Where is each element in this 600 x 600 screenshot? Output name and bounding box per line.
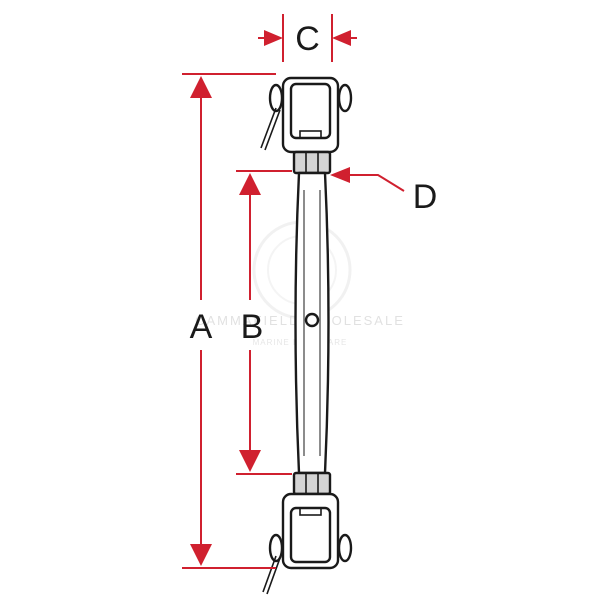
top-pin-left <box>268 83 284 113</box>
dim-b-arrow-top <box>239 173 261 195</box>
dim-label-c: C <box>295 20 320 58</box>
bottom-pin-left <box>268 533 284 563</box>
bottom-pin-right <box>337 533 353 563</box>
dim-c-arrow-left <box>264 30 283 46</box>
turnbuckle <box>260 76 353 595</box>
bottom-split-pin <box>262 555 277 593</box>
dim-a-arrow-bottom <box>190 544 212 566</box>
top-jaw-inner <box>289 82 332 140</box>
dim-c-arrow-right <box>332 30 351 46</box>
top-split-pin <box>260 107 277 149</box>
bottom-lock-nut <box>292 471 332 496</box>
dimension-b: B <box>236 170 292 475</box>
top-pin-right <box>337 83 353 113</box>
dim-a-arrow-top <box>190 76 212 98</box>
dimension-a: A <box>182 73 276 569</box>
dimension-c: C <box>258 14 357 62</box>
dim-b-arrow-bottom <box>239 450 261 472</box>
bottom-jaw-slot <box>299 507 322 516</box>
top-jaw <box>260 76 353 154</box>
dim-label-a: A <box>190 308 213 346</box>
dim-d-arrow <box>330 167 350 183</box>
top-jaw-slot <box>299 130 322 139</box>
dim-label-b: B <box>241 308 264 346</box>
dim-label-d: D <box>413 178 438 216</box>
top-lock-nut <box>292 150 332 175</box>
bottom-jaw <box>262 492 353 595</box>
dim-d-leader <box>346 174 405 192</box>
dimension-d: D <box>330 167 437 216</box>
barrel-tommy-hole <box>304 312 320 328</box>
bottom-jaw-inner <box>289 506 332 564</box>
